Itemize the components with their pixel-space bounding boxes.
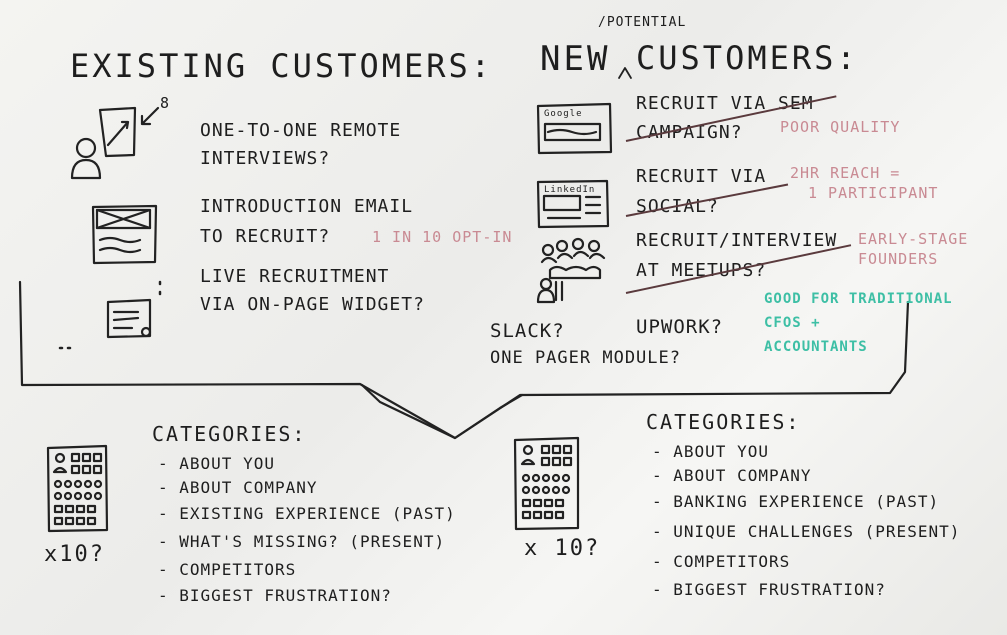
teal-note-3: accountants (764, 339, 868, 355)
social-reach-note-2: 1 participant (808, 184, 939, 202)
email-icon (91, 204, 158, 265)
existing-category-1: - About you (158, 454, 275, 473)
new-category-6: - Biggest frustration? (652, 580, 886, 599)
linkedin-label: LinkedIn (544, 185, 596, 195)
existing-category-3: - Existing experience (past) (158, 504, 456, 523)
email-opt-in-note: 1 in 10 opt-in (372, 228, 513, 246)
question-grid-icon-right (513, 436, 580, 531)
icon-count: 8 (160, 94, 171, 112)
upwork-option: Upwork? (636, 316, 724, 338)
existing-category-6: - Biggest frustration? (158, 586, 392, 605)
existing-category-4: - What's missing? (present) (158, 532, 446, 551)
question-grid-icon-left (46, 444, 109, 533)
teal-note-2: CFOs + (764, 315, 821, 331)
new-customers-title-rest: customers: (636, 39, 859, 77)
new-item-1-line-2: campaign? (636, 122, 743, 143)
new-item-1-line-1: Recruit via SEM (636, 93, 814, 114)
slack-option: Slack? (490, 320, 565, 342)
new-category-1: - About you (652, 442, 769, 461)
new-item-2-line-1: Recruit via (636, 166, 767, 187)
existing-item-2-line-2: to recruit? (200, 226, 331, 247)
teal-note-1: Good for traditional (764, 291, 953, 307)
existing-item-1-line-2: interviews? (200, 148, 331, 169)
remote-interview-icon (70, 106, 160, 180)
existing-categories-title: Categories: (152, 422, 307, 446)
one-pager-option: One pager module? (490, 348, 681, 368)
new-customers-title-new: New (540, 39, 611, 79)
existing-category-2: - About company (158, 478, 318, 497)
google-ad-icon (536, 102, 613, 155)
existing-customers-title: Existing customers: (70, 47, 494, 85)
meetups-note-2: founders (858, 250, 939, 268)
linkedin-ad-icon (536, 179, 610, 229)
new-item-3-line-2: at meetups? (636, 260, 767, 281)
sem-quality-note: Poor quality (780, 118, 901, 136)
new-category-5: - Competitors (652, 552, 791, 571)
existing-category-5: - Competitors (158, 560, 297, 579)
existing-item-1-line-1: One-to-one remote (200, 120, 402, 141)
new-item-3-line-1: Recruit/interview (636, 230, 838, 251)
new-category-3: - Banking experience (past) (652, 492, 940, 511)
existing-item-3-line-2: via on-page widget? (200, 294, 425, 315)
existing-multiplier: x10? (44, 542, 105, 567)
meetups-note-1: Early-stage (858, 230, 969, 248)
existing-item-2-line-1: Introduction email (200, 196, 414, 217)
meetup-crowd-icon (536, 237, 606, 304)
new-category-2: - About company (652, 466, 812, 485)
new-category-4: - Unique challenges (present) (652, 522, 961, 541)
new-categories-title: Categories: (646, 410, 801, 434)
google-label: Google (544, 109, 583, 119)
existing-item-3-line-1: Live recruitment (200, 266, 390, 287)
new-customers-caret-note: /potential (598, 15, 687, 30)
new-multiplier: x 10? (524, 536, 601, 561)
widget-icon (106, 298, 152, 339)
social-reach-note-1: 2hr reach = (790, 164, 901, 182)
